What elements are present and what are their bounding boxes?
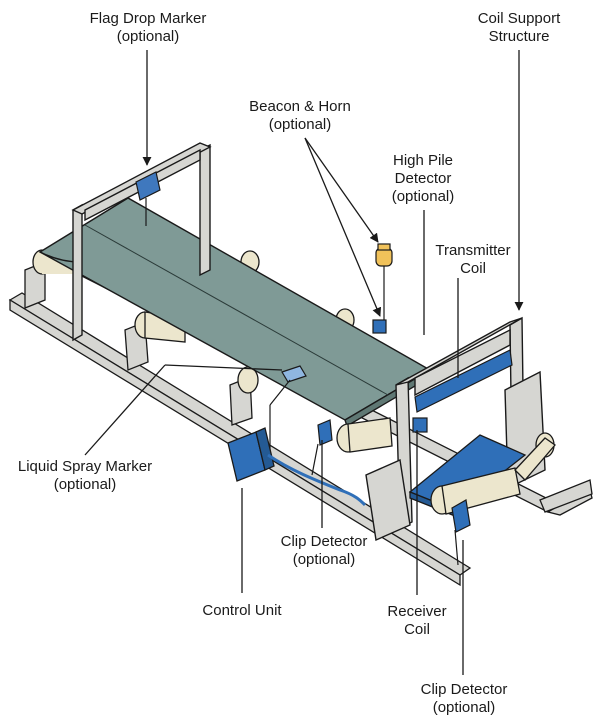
- clip-detector-2-label-line1: Clip Detector: [420, 681, 508, 698]
- control-unit-label: Control Unit: [192, 602, 292, 620]
- beacon-horn: [372, 243, 393, 334]
- liquid-spray-marker-label-line1: Liquid Spray Marker: [17, 458, 153, 475]
- clip-detector-2-label: Clip Detector (optional): [412, 681, 516, 717]
- beacon-horn-label-line1: Beacon & Horn: [249, 98, 351, 115]
- beacon-horn-label-line2: (optional): [268, 116, 332, 133]
- transmitter-coil-label: Transmitter Coil: [424, 242, 522, 278]
- receiver-coil-label-line2: Coil: [404, 621, 430, 638]
- transmitter-coil-label-line1: Transmitter: [435, 242, 511, 259]
- liquid-spray-marker-label: Liquid Spray Marker (optional): [10, 458, 160, 494]
- liquid-spray-marker-label-line2: (optional): [53, 476, 117, 493]
- flag-drop-marker-label: Flag Drop Marker (optional): [86, 10, 210, 46]
- leader-lines: [84, 50, 524, 675]
- high-pile-detector-label-line1: High Pile: [392, 152, 454, 169]
- beacon-horn-label: Beacon & Horn (optional): [240, 98, 360, 134]
- high-pile-detector-label-line3: (optional): [391, 188, 455, 205]
- coil-support-label: Coil Support Structure: [464, 10, 574, 46]
- coil-support-label-line2: Structure: [488, 28, 550, 45]
- flag-drop-marker-label-line2: (optional): [116, 28, 180, 45]
- clip-detector-1-label-line1: Clip Detector: [280, 533, 368, 550]
- flag-drop-marker: [135, 171, 161, 226]
- receiver-coil-label-line1: Receiver: [387, 603, 447, 620]
- flag-drop-marker-label-line1: Flag Drop Marker: [89, 10, 207, 27]
- control-unit-label-line1: Control Unit: [202, 602, 282, 619]
- receiver-coil-label: Receiver Coil: [380, 603, 454, 639]
- clip-detector-1-label: Clip Detector (optional): [272, 533, 376, 569]
- clip-detector-1-label-line2: (optional): [292, 551, 356, 568]
- transmitter-coil-label-line2: Coil: [460, 260, 486, 277]
- coil-support-label-line1: Coil Support: [477, 10, 561, 27]
- clip-detector-2-label-line2: (optional): [432, 699, 496, 716]
- clip-detector-1: [311, 419, 333, 476]
- high-pile-detector-label-line2: Detector: [394, 170, 452, 187]
- control-unit: [227, 427, 367, 507]
- high-pile-detector-label: High Pile Detector (optional): [378, 152, 468, 206]
- clip-detector-2: [451, 499, 471, 566]
- transmitter-coil: [412, 349, 513, 433]
